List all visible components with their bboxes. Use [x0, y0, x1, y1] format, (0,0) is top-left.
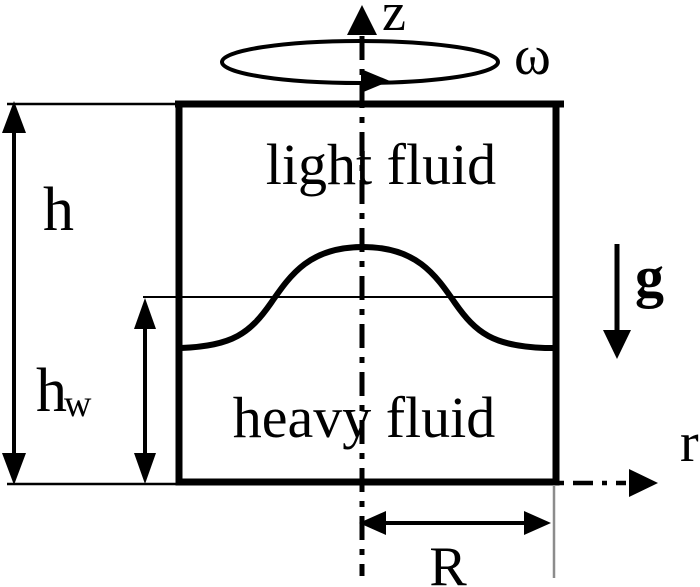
hw-arrowhead-down-icon	[134, 453, 156, 484]
rotation-indicator	[220, 39, 500, 93]
gravity-arrow	[603, 244, 631, 359]
r-axis-label: r	[680, 412, 699, 474]
r-axis-arrowhead-icon	[629, 469, 658, 497]
hw-dimension	[134, 298, 156, 484]
heavy-layer-height-label-subscript: w	[64, 383, 92, 425]
z-axis-arrowhead-icon	[347, 5, 377, 35]
z-axis	[347, 5, 377, 576]
radius-label: R	[429, 536, 467, 587]
h-arrowhead-down-icon	[2, 453, 26, 485]
light-fluid-label: light fluid	[266, 132, 496, 197]
r-axis	[559, 469, 658, 497]
h-dimension	[2, 101, 178, 486]
total-height-label: h	[43, 176, 74, 244]
container-box	[175, 100, 564, 486]
rotation-arrowhead-icon	[361, 69, 390, 93]
rotation-ellipse	[220, 39, 500, 85]
hw-arrowhead-up-icon	[134, 298, 156, 329]
h-arrowhead-up-icon	[2, 101, 26, 133]
radius-dimension	[359, 511, 551, 535]
heavy-layer-height-label-base: h	[36, 357, 67, 425]
radius-arrowhead-left-icon	[359, 511, 386, 535]
gravity-arrowhead-icon	[603, 330, 631, 359]
heavy-fluid-label: heavy fluid	[233, 385, 496, 450]
gravity-label: g	[635, 244, 664, 309]
heavy-layer-height-label: h w	[36, 357, 92, 425]
z-axis-label: z	[382, 0, 406, 42]
interface-curve	[180, 243, 554, 351]
angular-velocity-label: ω	[514, 25, 551, 87]
radius-arrowhead-right-icon	[524, 511, 551, 535]
